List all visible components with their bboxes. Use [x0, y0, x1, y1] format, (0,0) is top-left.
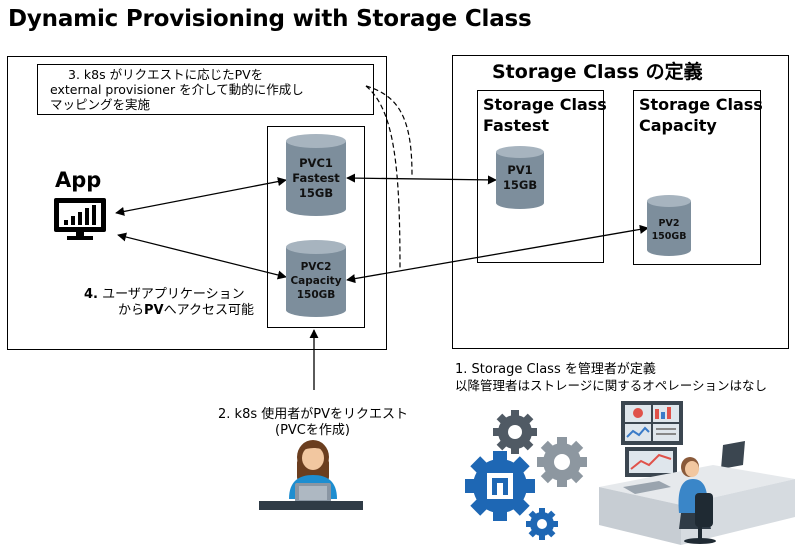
pvc2-cylinder	[286, 240, 346, 317]
pvc1-size: 15GB	[298, 186, 334, 200]
pv1-name: PV1	[507, 163, 533, 177]
pv1-label: PV1 15GB	[496, 163, 544, 193]
arrow-pvc2-pv2	[346, 224, 649, 284]
arrow-app-pvc2	[117, 232, 287, 280]
step1-line1: 1. Storage Class を管理者が定義	[455, 362, 656, 377]
fastest-title-line2: Fastest	[483, 116, 549, 135]
step4-note-line1: 4. ユーザアプリケーション	[84, 287, 245, 303]
pvc1-class: Fastest	[292, 171, 340, 185]
pvc2-size: 150GB	[296, 289, 336, 301]
step4-note-line2: からPVへアクセス可能	[118, 303, 254, 319]
pv2-size: 150GB	[651, 231, 687, 242]
storage-class-capacity-box	[633, 90, 761, 265]
step2-line1: 2. k8s 使用者がPVをリクエスト	[218, 407, 408, 422]
step4-number: 4.	[84, 287, 98, 302]
step4-text2b: PV	[144, 303, 164, 318]
pvc1-cylinder	[286, 134, 346, 216]
app-label: App	[55, 168, 102, 192]
step2-line2: (PVCを作成)	[275, 423, 350, 438]
capacity-title-line1: Storage Class	[639, 95, 763, 114]
pv1-cylinder	[496, 146, 544, 209]
gear-icon	[537, 437, 587, 487]
pvc1-label: PVC1 Fastest 15GB	[286, 156, 346, 201]
page-title: Dynamic Provisioning with Storage Class	[8, 6, 532, 32]
step4-text1: ユーザアプリケーション	[102, 287, 245, 302]
fastest-title-line1: Storage Class	[483, 95, 607, 114]
pvc2-label: PVC2 Capacity 150GB	[284, 260, 348, 302]
cluster-box	[7, 56, 387, 350]
step3-line1: 3. k8s がリクエストに応じたPVを	[68, 67, 264, 82]
capacity-title-line2: Capacity	[639, 116, 717, 135]
pv1-size: 15GB	[502, 178, 538, 192]
pv2-cylinder	[647, 195, 691, 256]
step3-note-box: 3. k8s がリクエストに応じたPVを external provisione…	[37, 64, 374, 115]
step1-line2: 以降管理者はストレージに関するオペレーションはなし	[455, 378, 768, 393]
pv2-label: PV2 150GB	[645, 217, 693, 243]
gear-icon	[493, 410, 537, 454]
admin-workstation-illustration	[599, 401, 795, 545]
step4-text2c: へアクセス可能	[163, 303, 254, 318]
monitor-chart-icon	[54, 198, 106, 240]
step3-line3: マッピングを実施	[50, 97, 151, 112]
pvc2-class: Capacity	[290, 275, 342, 287]
arrow-pvc1-pv1	[346, 173, 497, 185]
pvc1-name: PVC1	[299, 156, 333, 170]
pv2-name: PV2	[658, 218, 680, 229]
step4-text2a: から	[118, 303, 145, 318]
dashed-connector-1	[365, 85, 413, 176]
gear-icon	[526, 508, 558, 540]
arrow-app-pvc1	[115, 177, 287, 216]
storage-class-title: Storage Class の定義	[492, 61, 703, 83]
step3-line2: external provisioner を介して動的に作成し	[50, 82, 304, 97]
user-person-illustration	[259, 440, 363, 510]
pvc2-name: PVC2	[300, 261, 332, 273]
storage-class-box	[452, 55, 789, 349]
netapp-gear-icon	[465, 451, 535, 521]
gears-illustration	[465, 410, 587, 540]
